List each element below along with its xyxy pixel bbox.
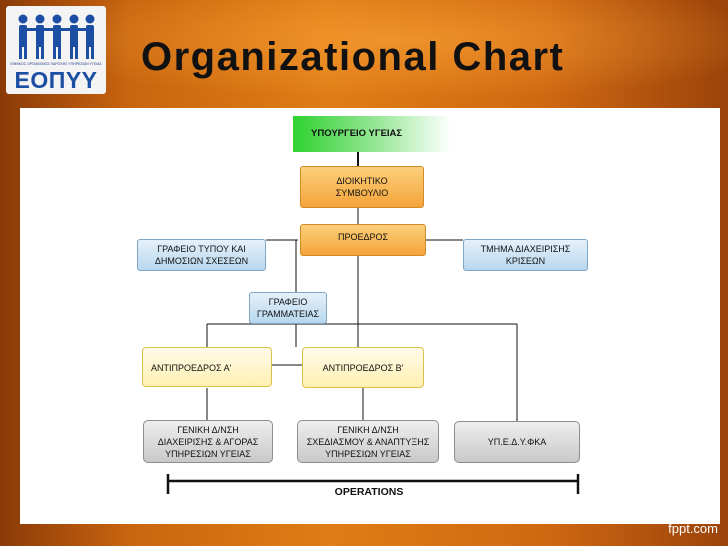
- ministry-label: ΥΠΟΥΡΓΕΙΟ ΥΓΕΙΑΣ: [311, 128, 403, 139]
- procurement-directorate-line-2: ΔΙΑΧΕΙΡΙΣΗΣ & ΑΓΟΡΑΣ: [157, 436, 259, 447]
- vice-president-a-label: ΑΝΤΙΠΡΟΕΔΡΟΣ Α': [151, 363, 232, 373]
- title-bar-background: [0, 0, 728, 100]
- press-office-label-line-2: ΔΗΜΟΣΙΩΝ ΣΧΕΣΕΩΝ: [154, 256, 249, 266]
- footer-site-logo: fppt.com: [668, 521, 718, 536]
- logo-text: ΕΟΠΥΥ: [14, 67, 98, 93]
- board-label-line-2: ΣΥΜΒΟΥΛΙΟ: [335, 188, 389, 198]
- slide-title: Organizational Chart: [141, 35, 565, 79]
- service-unit-box: ΥΠ.Ε.Δ.Υ.ΦΚΑ: [454, 421, 580, 463]
- press-office-box: ΓΡΑΦΕΙΟ ΤΥΠΟΥ ΚΑΙ ΔΗΜΟΣΙΩΝ ΣΧΕΣΕΩΝ: [137, 239, 266, 271]
- logo-caption: ΕΘΝΙΚΟΣ ΟΡΓΑΝΙΣΜΟΣ ΠΑΡΟΧΗΣ ΥΠΗΡΕΣΙΩΝ ΥΓΕ…: [10, 62, 102, 66]
- organization-logo: ΕΘΝΙΚΟΣ ΟΡΓΑΝΙΣΜΟΣ ΠΑΡΟΧΗΣ ΥΠΗΡΕΣΙΩΝ ΥΓΕ…: [6, 6, 106, 94]
- people-figures-icon: [18, 14, 95, 59]
- board-label-line-1: ΔΙΟΙΚΗΤΙΚΟ: [336, 176, 388, 186]
- planning-directorate-box: ΓΕΝΙΚΗ Δ/ΝΣΗ ΣΧΕΔΙΑΣΜΟΥ & ΑΝΑΠΤΥΞΗΣ ΥΠΗΡ…: [297, 420, 439, 463]
- secretariat-box: ΓΡΑΦΕΙΟ ΓΡΑΜΜΑΤΕΙΑΣ: [249, 292, 327, 324]
- procurement-directorate-box: ΓΕΝΙΚΗ Δ/ΝΣΗ ΔΙΑΧΕΙΡΙΣΗΣ & ΑΓΟΡΑΣ ΥΠΗΡΕΣ…: [143, 420, 273, 463]
- president-box: ΠΡΟΕΔΡΟΣ: [300, 224, 426, 256]
- operations-label: OPERATIONS: [334, 486, 404, 498]
- vice-president-b-box: ΑΝΤΙΠΡΟΕΔΡΟΣ Β': [302, 347, 424, 388]
- vice-president-b-label: ΑΝΤΙΠΡΟΕΔΡΟΣ Β': [322, 362, 404, 373]
- secretariat-label-line-2: ΓΡΑΜΜΑΤΕΙΑΣ: [256, 309, 320, 319]
- crisis-department-label-line-2: ΚΡΙΣΕΩΝ: [505, 256, 546, 266]
- crisis-department-box: ΤΜΗΜΑ ΔΙΑΧΕΙΡΙΣΗΣ ΚΡΙΣΕΩΝ: [463, 239, 588, 271]
- president-label: ΠΡΟΕΔΡΟΣ: [337, 232, 389, 242]
- planning-directorate-line-2: ΣΧΕΔΙΑΣΜΟΥ & ΑΝΑΠΤΥΞΗΣ: [306, 436, 430, 447]
- crisis-department-label-line-1: ΤΜΗΜΑ ΔΙΑΧΕΙΡΙΣΗΣ: [480, 244, 571, 254]
- procurement-directorate-line-3: ΥΠΗΡΕΣΙΩΝ ΥΓΕΙΑΣ: [165, 448, 251, 459]
- board-box: ΔΙΟΙΚΗΤΙΚΟ ΣΥΜΒΟΥΛΙΟ: [300, 166, 424, 208]
- procurement-directorate-line-1: ΓΕΝΙΚΗ Δ/ΝΣΗ: [177, 424, 239, 435]
- secretariat-label-line-1: ΓΡΑΦΕΙΟ: [268, 297, 308, 307]
- vice-president-a-box: ΑΝΤΙΠΡΟΕΔΡΟΣ Α': [142, 347, 272, 387]
- service-unit-label: ΥΠ.Ε.Δ.Υ.ΦΚΑ: [487, 437, 547, 447]
- planning-directorate-line-1: ΓΕΝΙΚΗ Δ/ΝΣΗ: [337, 424, 399, 435]
- ministry-box: ΥΠΟΥΡΓΕΙΟ ΥΓΕΙΑΣ: [293, 116, 451, 152]
- press-office-label-line-1: ΓΡΑΦΕΙΟ ΤΥΠΟΥ ΚΑΙ: [157, 244, 246, 254]
- planning-directorate-line-3: ΥΠΗΡΕΣΙΩΝ ΥΓΕΙΑΣ: [325, 448, 411, 459]
